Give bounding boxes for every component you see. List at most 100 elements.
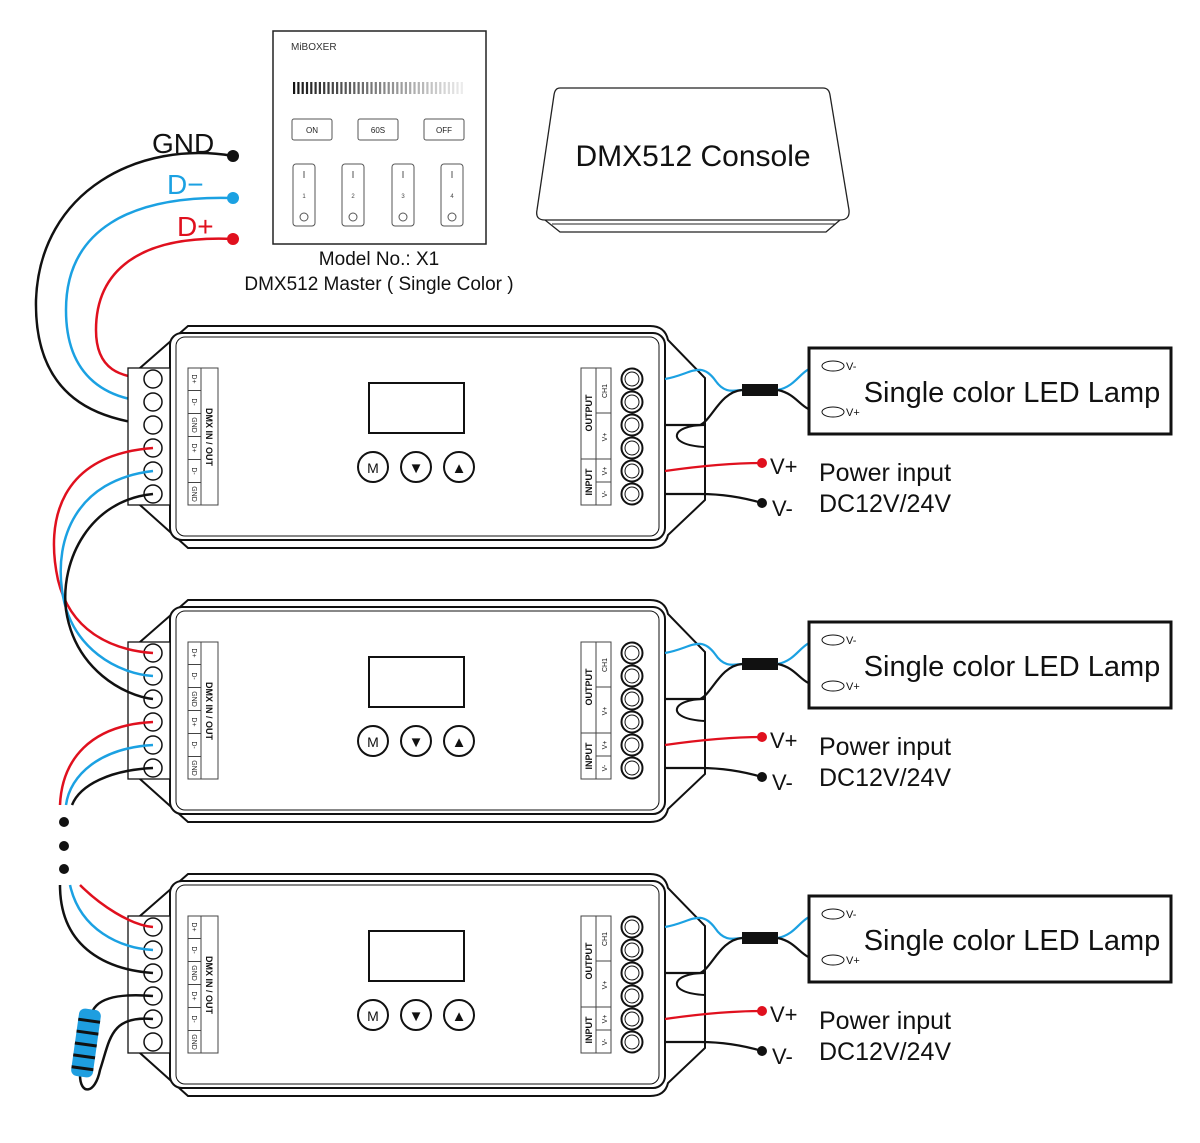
dmx-terminal-label: D+ <box>190 991 197 1000</box>
power-vminus-label: V- <box>772 496 793 521</box>
d-plus-terminal-dot <box>227 233 239 245</box>
svg-text:▲: ▲ <box>452 460 467 477</box>
lamp-vplus-label: V+ <box>846 681 860 693</box>
wire-connector <box>742 658 778 670</box>
up-button[interactable]: ▲ <box>443 725 475 757</box>
mode-button[interactable]: M <box>357 451 389 483</box>
power-vminus-label: V- <box>772 1044 793 1069</box>
mode-button[interactable]: M <box>357 999 389 1031</box>
output-term-ch1: CH1 <box>602 658 609 672</box>
svg-text:4: 4 <box>450 194 454 200</box>
lcd-display <box>368 930 465 982</box>
power-vminus-dot <box>757 498 767 508</box>
output-term-vplus: V+ <box>602 981 609 990</box>
svg-text:2: 2 <box>351 194 355 200</box>
output-term-vplus: V+ <box>602 707 609 716</box>
dmx-terminal-label: D- <box>190 946 197 954</box>
channel-switch-4[interactable]: 4 <box>440 163 464 227</box>
continuation-dots <box>59 817 69 874</box>
output-title: OUTPUT <box>584 942 594 980</box>
channel-switch-1[interactable]: 1 <box>292 163 316 227</box>
svg-text:▲: ▲ <box>452 1008 467 1025</box>
output-title: OUTPUT <box>584 668 594 706</box>
wire-connector <box>742 384 778 396</box>
power-voltage-label: DC12V/24V <box>819 764 951 792</box>
dmx-terminal-label: GND <box>190 417 197 433</box>
dmx-terminal-block <box>127 915 171 1054</box>
dmx-terminal-label: GND <box>190 1034 197 1050</box>
power-input-label: Power input <box>819 1007 951 1035</box>
power-vplus-dot <box>757 732 767 742</box>
svg-text:M: M <box>367 460 379 476</box>
lcd-display <box>368 382 465 434</box>
power-vplus-label: V+ <box>770 1002 798 1027</box>
gnd-terminal-dot <box>227 150 239 162</box>
controller-button-off[interactable]: OFF <box>423 118 465 141</box>
channel-switch-2[interactable]: 2 <box>341 163 365 227</box>
input-title: INPUT <box>584 1016 594 1044</box>
dmx-terminal-block <box>127 641 171 780</box>
input-term-vplus: V+ <box>602 467 609 476</box>
lamp-vminus-label: V- <box>846 635 857 647</box>
lcd-display <box>368 656 465 708</box>
power-input-label: Power input <box>819 459 951 487</box>
power-vplus-label: V+ <box>770 454 798 479</box>
dmx-title: DMX IN / OUT <box>204 682 214 741</box>
up-button[interactable]: ▲ <box>443 999 475 1031</box>
down-button[interactable]: ▼ <box>400 725 432 757</box>
svg-text:M: M <box>367 1008 379 1024</box>
lamp-label: Single color LED Lamp <box>864 651 1161 683</box>
input-term-vminus: V- <box>602 490 609 497</box>
dmx-terminal-label: D- <box>190 467 197 475</box>
down-button[interactable]: ▼ <box>400 451 432 483</box>
power-input-label: Power input <box>819 733 951 761</box>
output-title: OUTPUT <box>584 394 594 432</box>
d-minus-label: D− <box>167 169 204 200</box>
dmx-terminal-block <box>127 367 171 506</box>
controller-button-label: ON <box>306 126 318 135</box>
led-lamp <box>807 346 1173 436</box>
power-vminus-dot <box>757 1046 767 1056</box>
d-minus-wire <box>64 196 234 404</box>
input-title: INPUT <box>584 742 594 770</box>
dmx-terminal-5[interactable] <box>143 1032 163 1052</box>
termination-resistor <box>71 1008 101 1078</box>
d-plus-wire <box>94 237 234 381</box>
lamp-label: Single color LED Lamp <box>864 925 1161 957</box>
led-lamp <box>807 894 1173 984</box>
svg-text:M: M <box>367 734 379 750</box>
gnd-wire <box>34 151 234 427</box>
up-button[interactable]: ▲ <box>443 451 475 483</box>
mode-button[interactable]: M <box>357 725 389 757</box>
dmx-terminal-label: D+ <box>190 648 197 657</box>
controller-description: DMX512 Master ( Single Color ) <box>244 274 513 295</box>
channel-switch-3[interactable]: 3 <box>391 163 415 227</box>
dmx-terminal-0[interactable] <box>143 369 163 389</box>
svg-text:▼: ▼ <box>409 460 424 477</box>
input-title: INPUT <box>584 468 594 496</box>
lamp-vplus-label: V+ <box>846 407 860 419</box>
controller-button-label: OFF <box>436 126 452 135</box>
output-term-ch1: CH1 <box>602 384 609 398</box>
lamp-vplus-label: V+ <box>846 955 860 967</box>
input-term-vplus: V+ <box>602 741 609 750</box>
svg-text:1: 1 <box>302 194 306 200</box>
controller-button-60s[interactable]: 60S <box>357 118 399 141</box>
gnd-label: GND <box>152 128 214 159</box>
dmx-terminal-label: D- <box>190 398 197 406</box>
dmx-terminal-1[interactable] <box>143 392 163 412</box>
dmx-terminal-label: GND <box>190 760 197 776</box>
input-term-vplus: V+ <box>602 1015 609 1024</box>
controller-button-label: 60S <box>371 126 385 135</box>
power-voltage-label: DC12V/24V <box>819 1038 951 1066</box>
dmx-terminal-label: D+ <box>190 717 197 726</box>
down-button[interactable]: ▼ <box>400 999 432 1031</box>
controller-button-on[interactable]: ON <box>291 118 333 141</box>
lamp-vminus-label: V- <box>846 361 857 373</box>
dmx-terminal-label: D+ <box>190 443 197 452</box>
dmx-terminal-2[interactable] <box>143 415 163 435</box>
